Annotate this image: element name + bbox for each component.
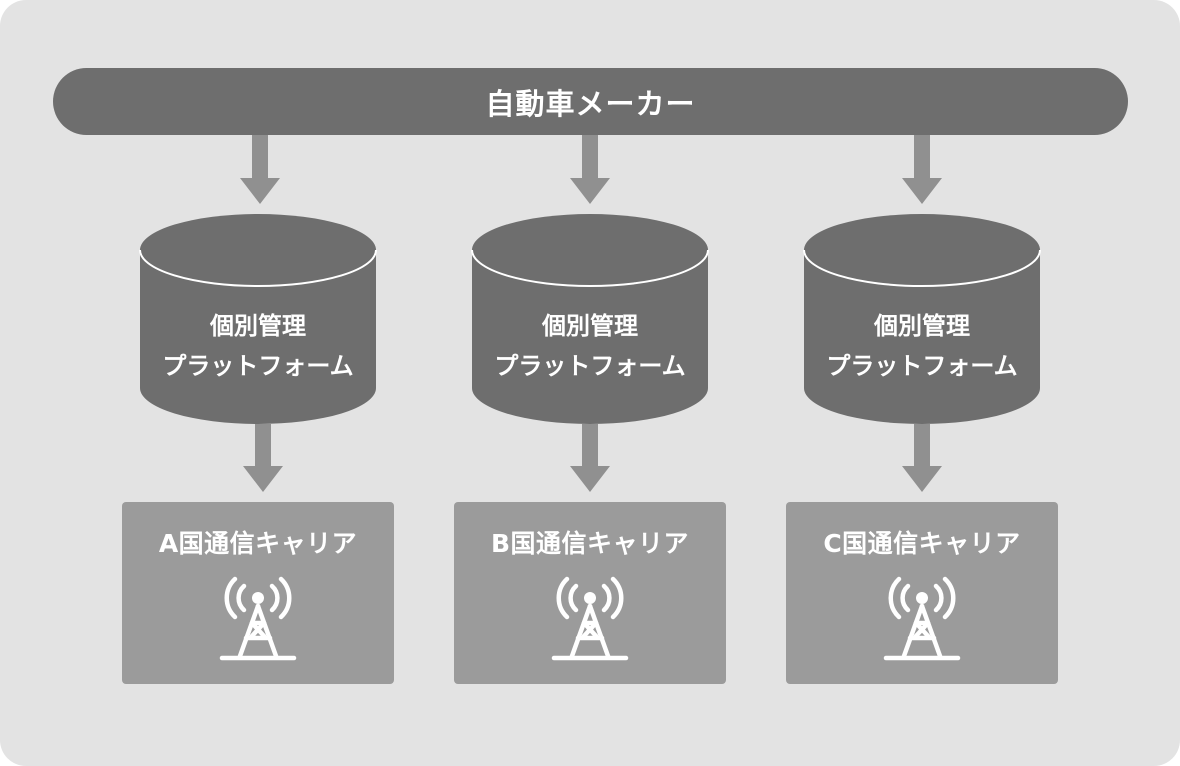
- arrow-header-to-platform-2: [570, 135, 610, 204]
- platform-label-line2: プラットフォーム: [494, 352, 686, 380]
- platform-cylinder-2: [471, 214, 709, 424]
- antenna-tower-icon: [551, 576, 629, 661]
- arrow-platform-to-carrier-2: [570, 424, 610, 492]
- arrow-header-to-platform-1: [240, 135, 280, 204]
- carrier-box-c: C国通信キャリア: [786, 502, 1058, 684]
- platform-label-line1: 個別管理: [874, 312, 970, 340]
- arrow-header-to-platform-3: [902, 135, 942, 204]
- platform-cylinder-3: [803, 214, 1041, 424]
- platform-label-2: 個別管理 プラットフォーム: [470, 306, 710, 386]
- automaker-bar: 自動車メーカー: [53, 68, 1128, 135]
- platform-label-line2: プラットフォーム: [826, 352, 1018, 380]
- arrow-platform-to-carrier-3: [902, 424, 942, 492]
- carrier-label: A国通信キャリア: [158, 529, 358, 558]
- automaker-label: 自動車メーカー: [485, 86, 696, 121]
- carrier-box-a: A国通信キャリア: [122, 502, 394, 684]
- antenna-tower-icon: [219, 576, 297, 661]
- platform-label-1: 個別管理 プラットフォーム: [138, 306, 378, 386]
- platform-label-line1: 個別管理: [210, 312, 306, 340]
- platform-label-line2: プラットフォーム: [162, 352, 354, 380]
- platform-label-line1: 個別管理: [542, 312, 638, 340]
- carrier-box-b: B国通信キャリア: [454, 502, 726, 684]
- carrier-label: C国通信キャリア: [823, 529, 1021, 558]
- platform-cylinder-1: [139, 214, 377, 424]
- carrier-label: B国通信キャリア: [490, 529, 690, 558]
- arrow-platform-to-carrier-1: [243, 424, 283, 492]
- platform-label-3: 個別管理 プラットフォーム: [802, 306, 1042, 386]
- antenna-tower-icon: [883, 576, 961, 661]
